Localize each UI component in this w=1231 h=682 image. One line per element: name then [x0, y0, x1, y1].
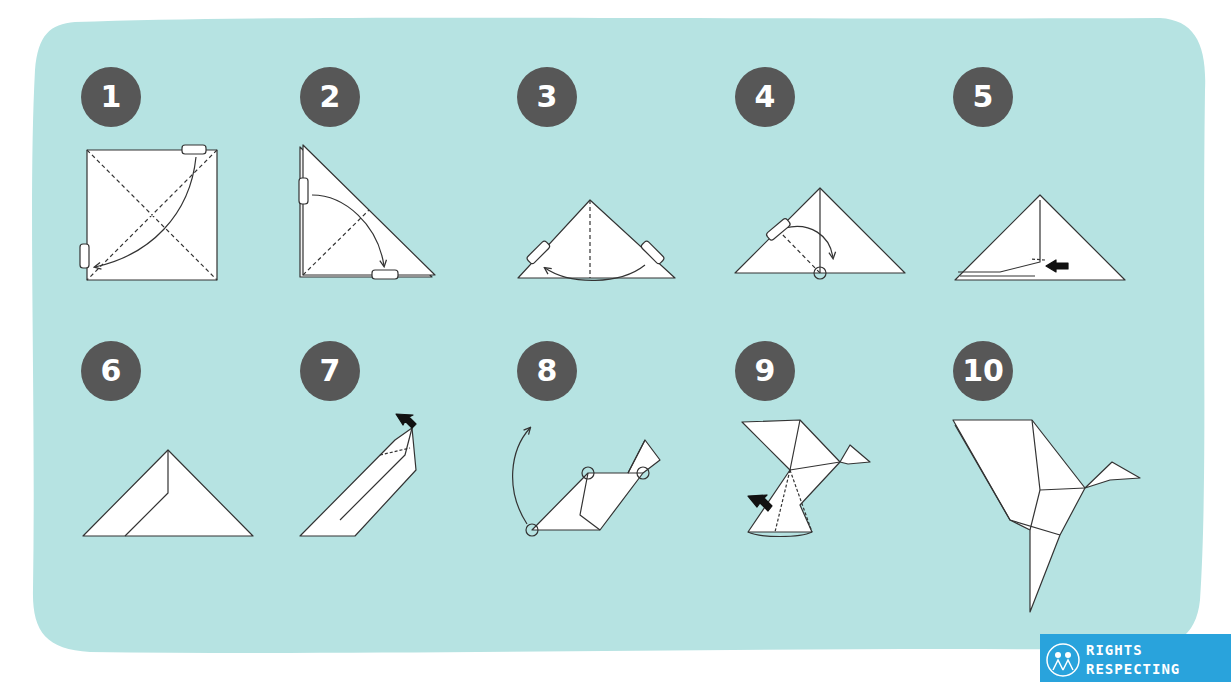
callout-number: 1: [101, 82, 122, 112]
callout-number: 4: [755, 82, 776, 112]
callout-number: 8: [537, 356, 558, 386]
step-4-triangle: [735, 188, 905, 279]
rrs-logo: [1040, 634, 1231, 682]
step-8-fold: [513, 428, 660, 536]
logo-text: RESPECTING: [1086, 662, 1180, 676]
step-3-triangle: [518, 200, 675, 280]
step-7-fold: [300, 414, 416, 536]
background-panel: [32, 18, 1205, 653]
step-6-triangle: [83, 450, 253, 536]
callout-number: 2: [320, 82, 341, 112]
logo-text: RIGHTS: [1086, 643, 1143, 657]
callout-number: 3: [537, 82, 558, 112]
callout-number: 10: [962, 356, 1004, 386]
callout-number: 5: [973, 82, 994, 112]
step-9-dove: [742, 420, 870, 537]
step-10-dove: [953, 420, 1140, 612]
step-2-triangle: [299, 145, 435, 279]
step-badges: [81, 67, 1013, 401]
callout-number: 6: [101, 356, 122, 386]
callout-number: 9: [755, 356, 776, 386]
step-5-triangle: [955, 195, 1125, 280]
step-1-square: [80, 145, 217, 280]
callout-number: 7: [320, 356, 341, 386]
